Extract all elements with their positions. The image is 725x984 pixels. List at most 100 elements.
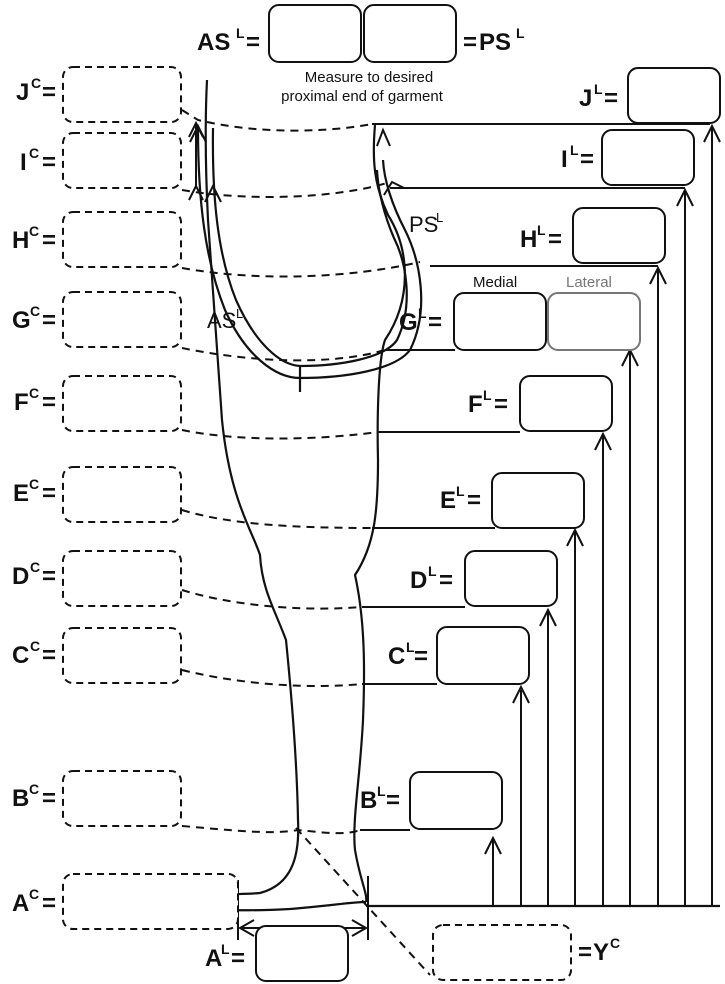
svg-text:J: J — [579, 85, 592, 112]
gl-lateral-box[interactable] — [547, 292, 641, 351]
svg-text:=: = — [231, 945, 245, 972]
svg-text:L: L — [418, 305, 427, 321]
svg-text:=: = — [42, 890, 56, 917]
length-fields: J L = I L = H L = Medial Lateral G L = F — [205, 67, 721, 982]
svg-text:=: = — [414, 643, 428, 670]
hc-field[interactable]: H C = — [12, 211, 182, 268]
svg-text:=: = — [42, 149, 56, 176]
svg-text:C: C — [30, 638, 40, 654]
svg-text:=: = — [42, 79, 56, 106]
svg-text:=: = — [246, 29, 260, 56]
gc-field[interactable]: G C = — [12, 291, 182, 348]
svg-text:L: L — [221, 941, 230, 957]
svg-text:C: C — [12, 642, 29, 669]
fc-field[interactable]: F C = — [14, 375, 182, 432]
svg-text:C: C — [30, 559, 40, 575]
svg-text:A: A — [205, 945, 222, 972]
svg-text:L: L — [236, 25, 245, 41]
svg-text:F: F — [14, 389, 29, 416]
svg-text:=: = — [42, 563, 56, 590]
svg-text:L: L — [406, 639, 415, 655]
el-field[interactable]: E L = — [440, 472, 585, 529]
svg-text:=: = — [42, 307, 56, 334]
svg-text:G: G — [12, 307, 31, 334]
fl-field[interactable]: F L = — [468, 375, 613, 432]
hl-field[interactable]: H L = — [520, 207, 666, 264]
yc-field[interactable]: = Y C — [432, 924, 620, 981]
svg-text:=: = — [42, 227, 56, 254]
proximal-note-line1: Measure to desired — [305, 69, 433, 86]
svg-text:=: = — [428, 309, 442, 336]
svg-text:L: L — [456, 483, 465, 499]
svg-text:C: C — [29, 385, 39, 401]
cc-field[interactable]: C C = — [12, 627, 182, 684]
as-length-curve — [188, 120, 423, 392]
bc-field[interactable]: B C = — [12, 770, 182, 827]
psl-field[interactable]: = PS L — [363, 4, 525, 63]
il-field[interactable]: I L = — [561, 129, 695, 186]
svg-text:C: C — [29, 781, 39, 797]
svg-text:A: A — [12, 890, 29, 917]
asl-field[interactable]: AS L = — [197, 4, 362, 63]
svg-text:B: B — [12, 785, 29, 812]
svg-text:PS: PS — [409, 212, 438, 237]
svg-text:L: L — [516, 25, 525, 41]
dl-field[interactable]: D L = — [410, 550, 558, 607]
svg-text:PS: PS — [479, 29, 511, 56]
svg-text:C: C — [29, 223, 39, 239]
svg-text:C: C — [610, 935, 620, 951]
svg-text:E: E — [13, 480, 29, 507]
svg-text:AS: AS — [197, 29, 230, 56]
svg-text:=: = — [42, 642, 56, 669]
svg-text:=: = — [467, 487, 481, 514]
svg-text:=: = — [494, 391, 508, 418]
svg-text:L: L — [483, 387, 492, 403]
svg-text:C: C — [29, 886, 39, 902]
svg-text:=: = — [42, 389, 56, 416]
ec-field[interactable]: E C = — [13, 466, 182, 523]
medial-label: Medial — [473, 274, 517, 291]
dc-field[interactable]: D C = — [12, 550, 182, 607]
svg-text:I: I — [20, 149, 27, 176]
svg-text:E: E — [440, 487, 456, 514]
svg-text:L: L — [236, 306, 243, 321]
svg-text:L: L — [428, 563, 437, 579]
svg-text:C: C — [29, 476, 39, 492]
svg-text:H: H — [520, 226, 537, 253]
svg-text:=: = — [386, 787, 400, 814]
svg-text:I: I — [561, 146, 568, 173]
svg-text:B: B — [360, 787, 377, 814]
svg-text:=: = — [42, 785, 56, 812]
jc-field[interactable]: J C = — [16, 66, 182, 123]
svg-text:F: F — [468, 391, 483, 418]
circumference-lines — [181, 109, 431, 976]
al-field[interactable]: A L = — [205, 925, 349, 982]
curve-labels: AS L PS L — [207, 210, 443, 333]
proximal-note-line2: proximal end of garment — [281, 88, 444, 105]
svg-text:L: L — [377, 783, 386, 799]
svg-text:C: C — [388, 643, 405, 670]
svg-text:H: H — [12, 227, 29, 254]
svg-text:G: G — [399, 309, 418, 336]
gl-field[interactable]: Medial Lateral G L = — [399, 274, 641, 351]
bl-field[interactable]: B L = — [360, 771, 503, 830]
svg-text:C: C — [31, 75, 41, 91]
svg-text:D: D — [12, 563, 29, 590]
svg-text:D: D — [410, 567, 427, 594]
cl-field[interactable]: C L = — [388, 626, 530, 685]
ac-field[interactable]: A C = — [12, 873, 239, 930]
svg-text:=: = — [42, 480, 56, 507]
svg-text:L: L — [594, 81, 603, 97]
svg-text:=: = — [439, 567, 453, 594]
svg-text:L: L — [436, 210, 443, 225]
svg-text:L: L — [570, 142, 579, 158]
ic-field[interactable]: I C = — [20, 132, 182, 189]
jl-field[interactable]: J L = — [579, 67, 721, 124]
circumference-fields: J C = I C = H C = G C = F C = — [12, 66, 620, 981]
as-ps-fields: AS L = = PS L Measure to desired proxima… — [197, 4, 525, 105]
svg-text:Y: Y — [593, 939, 609, 966]
leg-outline — [201, 79, 406, 912]
svg-text:C: C — [30, 303, 40, 319]
svg-text:=: = — [604, 85, 618, 112]
